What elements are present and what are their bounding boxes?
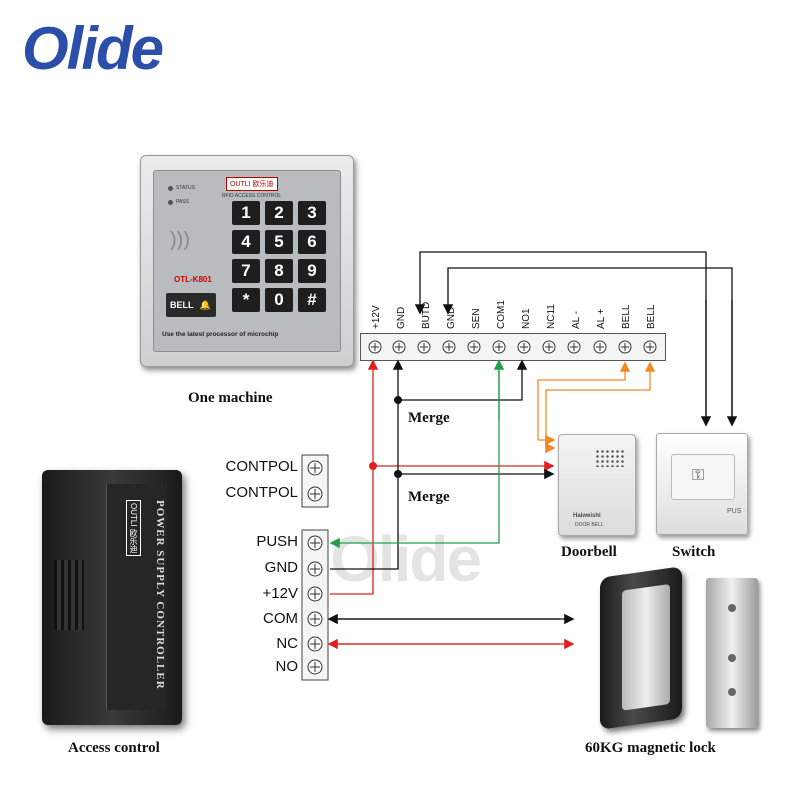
wire-12v (327, 359, 575, 650)
switch-text: PUS (727, 508, 742, 515)
wire-switch (414, 251, 738, 427)
armature-hole-1 (728, 604, 736, 612)
rfid-icon: ))) (170, 229, 190, 251)
key-1[interactable]: 1 (232, 201, 260, 225)
junction-red (369, 462, 377, 470)
terminal-strip (360, 333, 666, 361)
armature-hole-2 (728, 654, 736, 662)
psu-lower-terminal-block (301, 529, 329, 681)
key-hash[interactable]: # (298, 288, 326, 312)
key-8[interactable]: 8 (265, 259, 293, 283)
bell-icon: 🔔 (199, 300, 212, 310)
key-9[interactable]: 9 (298, 259, 326, 283)
key-star[interactable]: * (232, 288, 260, 312)
psu-label-com: COM (263, 610, 298, 627)
lock-armature-plate (706, 578, 758, 728)
lock-caption: 60KG magnetic lock (585, 740, 716, 756)
merge-label-1: Merge (408, 410, 450, 426)
key-3[interactable]: 3 (298, 201, 326, 225)
bell-button[interactable]: BELL 🔔 (166, 293, 216, 317)
keypad-brand-label: OUTLI 欧乐迪 (226, 177, 278, 191)
key-0[interactable]: 0 (265, 288, 293, 312)
merge-label-2: Merge (408, 489, 450, 505)
power-supply-title: POWER SUPPLY CONTROLLER (154, 500, 166, 690)
psu-label-12v: +12V (262, 585, 298, 602)
junction-black-1 (394, 396, 402, 404)
wire-bell (537, 361, 656, 454)
bell-button-label: BELL (170, 300, 194, 310)
psu-label-gnd: GND (264, 559, 298, 576)
key-icon: ⚿ (692, 467, 705, 484)
switch-button[interactable]: ⚿ (671, 454, 735, 500)
switch-device: ⚿ PUS (656, 433, 748, 535)
doorbell-sub: DOOR BELL (575, 522, 604, 528)
keypad-device: OUTLI 欧乐迪 RFID ACCESS CONTROL STATUS PAS… (140, 155, 354, 367)
key-7[interactable]: 7 (232, 259, 260, 283)
power-supply-label-plate (106, 484, 167, 710)
doorbell-grille (595, 449, 625, 467)
status-label: STATUS (176, 185, 195, 191)
power-supply-box: POWER SUPPLY CONTROLLER OUTLI 欧乐迪 (42, 470, 182, 725)
junction-black-2 (394, 470, 402, 478)
doorbell-brand: Haiweishi (573, 513, 601, 519)
watermark: Olide (330, 523, 482, 595)
psu-label-push: PUSH (256, 533, 298, 550)
wire-gnd (327, 359, 575, 625)
keypad-subtitle: RFID ACCESS CONTROL (222, 193, 282, 199)
status-led (168, 186, 173, 191)
armature-hole-3 (728, 688, 736, 696)
key-2[interactable]: 2 (265, 201, 293, 225)
key-5[interactable]: 5 (265, 230, 293, 254)
pass-label: PASS (176, 199, 189, 205)
brand-logo: Olide (22, 15, 164, 82)
power-supply-brand: OUTLI 欧乐迪 (126, 500, 141, 556)
wire-push (329, 362, 500, 549)
keypad-keys: 1 2 3 4 5 6 7 8 9 * 0 # (232, 201, 328, 321)
key-4[interactable]: 4 (232, 230, 260, 254)
psu-label-contpol-1: CONTPOL (225, 458, 298, 475)
doorbell-device: Haiweishi DOOR BELL (558, 434, 636, 536)
doorbell-caption: Doorbell (561, 544, 617, 560)
keypad-footer: Use the latest processor of microchip (162, 331, 279, 338)
strip-screws (368, 340, 657, 354)
vent-slots (54, 560, 84, 630)
key-6[interactable]: 6 (298, 230, 326, 254)
keypad-model: OTL-K801 (174, 275, 212, 284)
switch-caption: Switch (672, 544, 716, 560)
psu-label-nc: NC (276, 635, 298, 652)
psu-label-contpol-2: CONTPOL (225, 484, 298, 501)
power-supply-caption: Access control (68, 740, 160, 756)
keypad-caption: One machine (188, 390, 273, 406)
pass-led (168, 200, 173, 205)
psu-label-no: NO (275, 658, 299, 675)
